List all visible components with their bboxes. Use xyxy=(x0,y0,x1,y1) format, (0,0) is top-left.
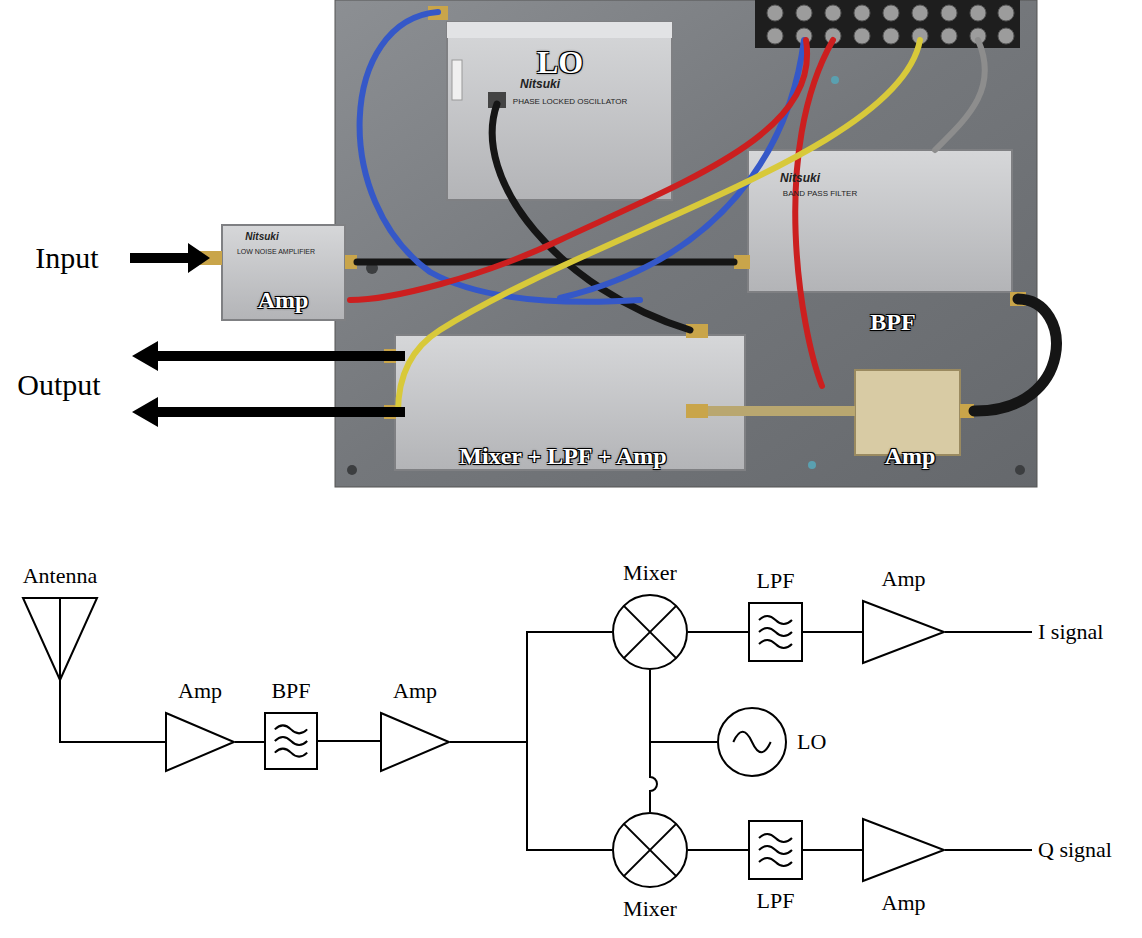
signal-wire xyxy=(803,849,862,851)
signal-wire xyxy=(235,741,264,743)
signal-wire xyxy=(318,740,380,742)
symbol-outline xyxy=(165,712,235,772)
port-label: Output xyxy=(17,370,100,400)
filter-symbol: LPF xyxy=(748,820,803,880)
signal-wire xyxy=(450,632,612,742)
block-label: LO xyxy=(797,731,826,753)
symbol-outline xyxy=(862,600,945,664)
amplifier-symbol: Amp xyxy=(165,712,235,772)
amplifier-symbol: Amp xyxy=(862,600,945,664)
symbol-outline xyxy=(612,812,688,888)
filter-symbol: LPF xyxy=(748,602,803,662)
part-name: Amp xyxy=(258,288,309,312)
block-label: Amp xyxy=(882,892,926,914)
oscillator-symbol: LO xyxy=(717,707,787,777)
device-marking: PHASE LOCKED OSCILLATOR xyxy=(513,98,627,106)
part-name: Amp xyxy=(885,444,936,468)
port-label: Input xyxy=(35,243,98,273)
filter-symbol: BPF xyxy=(264,712,318,770)
part-name: BPF xyxy=(870,310,915,334)
symbol-outline xyxy=(717,707,787,777)
signal-wire xyxy=(650,742,717,812)
mixer-symbol: Mixer xyxy=(612,594,688,670)
signal-wire xyxy=(650,670,717,742)
brand-marking: Nitsuki xyxy=(520,78,560,90)
block-label: LPF xyxy=(757,890,795,912)
signal-wire xyxy=(688,631,748,633)
signal-wire xyxy=(803,631,862,633)
brand-marking: Nitsuki xyxy=(780,172,820,184)
part-name: Mixer + LPF + Amp xyxy=(459,444,666,468)
antenna-symbol: Antenna xyxy=(22,597,98,680)
symbol-outline xyxy=(264,712,318,770)
device-marking: BAND PASS FILTER xyxy=(783,190,857,198)
amplifier-symbol: Amp xyxy=(380,712,450,772)
signal-wire xyxy=(688,849,748,851)
block-label: Antenna xyxy=(23,565,98,587)
signal-wire xyxy=(60,680,165,742)
symbol-outline xyxy=(748,602,803,662)
block-label: Amp xyxy=(393,680,437,702)
block-label: LPF xyxy=(757,570,795,592)
block-label: Amp xyxy=(178,680,222,702)
symbol-outline xyxy=(862,818,945,882)
symbol-outline xyxy=(612,594,688,670)
signal-name: Q signal xyxy=(1038,839,1112,861)
block-label: BPF xyxy=(271,680,310,702)
symbol-outline xyxy=(748,820,803,880)
block-label: Mixer xyxy=(623,898,677,920)
symbol-outline xyxy=(22,597,98,680)
symbol-outline xyxy=(380,712,450,772)
signal-wire xyxy=(450,742,612,850)
signal-name: I signal xyxy=(1038,621,1103,643)
mixer-symbol: Mixer xyxy=(612,812,688,888)
block-label: Amp xyxy=(882,568,926,590)
brand-marking: Nitsuki xyxy=(245,232,278,242)
block-label: Mixer xyxy=(623,562,677,584)
device-marking: LOW NOISE AMPLIFIER xyxy=(237,248,315,255)
amplifier-symbol: Amp xyxy=(862,818,945,882)
part-name: LO xyxy=(537,46,583,78)
